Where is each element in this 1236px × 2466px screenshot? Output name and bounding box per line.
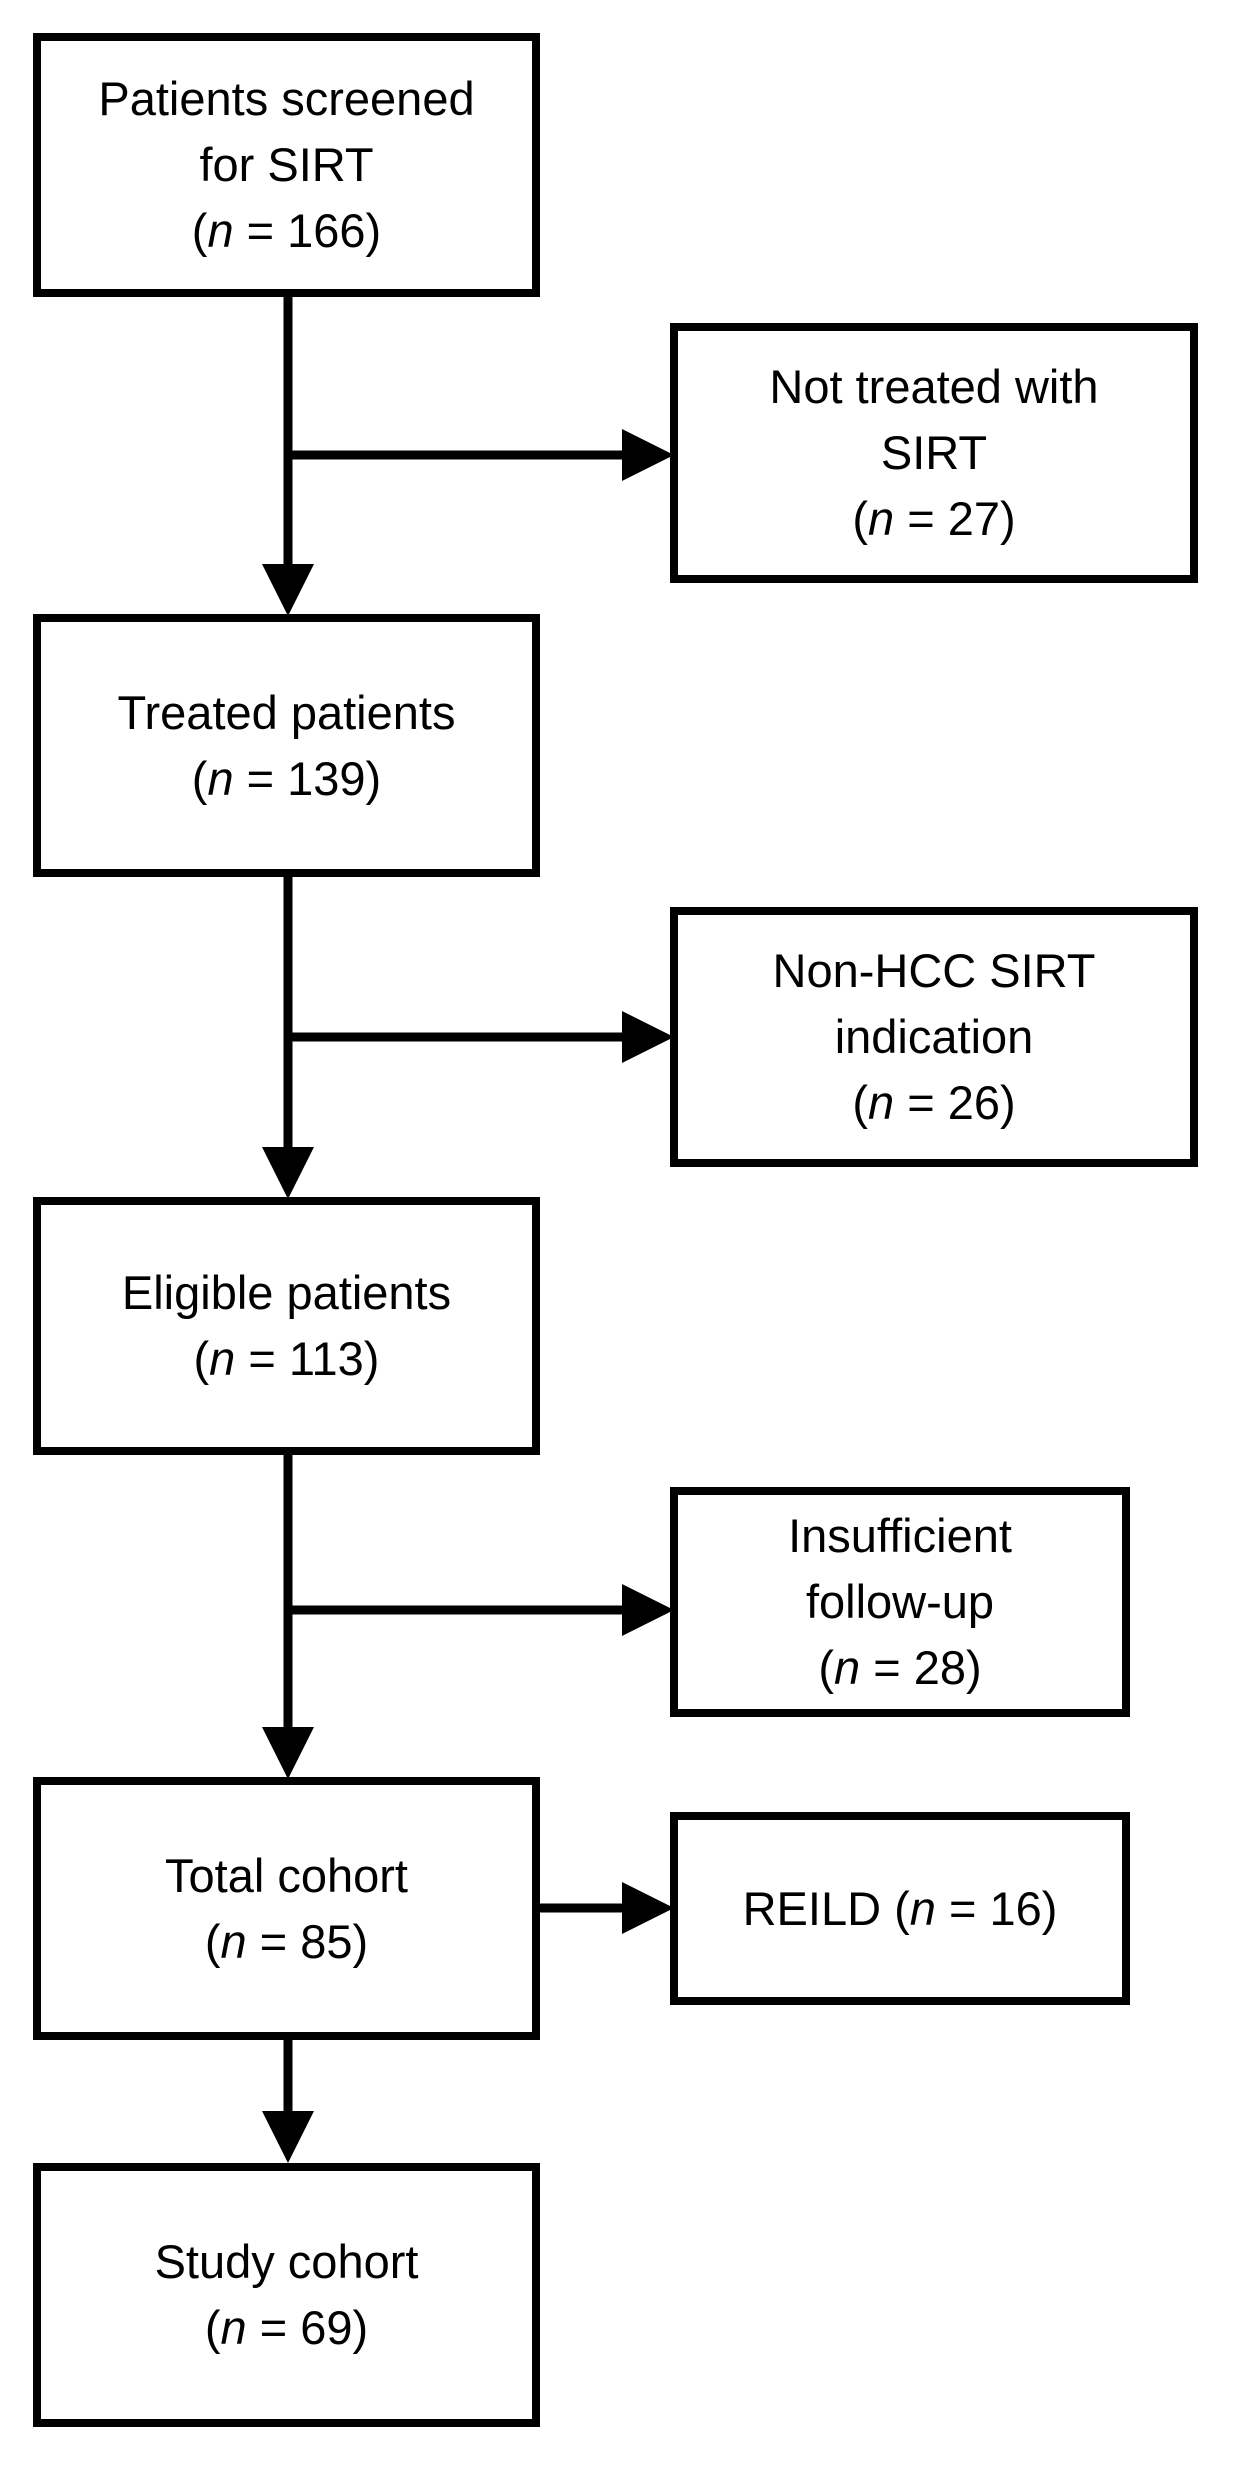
- flow-box-study-cohort: Study cohort (n = 69): [33, 2163, 540, 2427]
- arrowhead-right-icon: [622, 1882, 674, 1934]
- box-title-line: Treated patients: [117, 685, 456, 739]
- box-title-line: Patients screened: [98, 72, 475, 126]
- count-label: (n = 28): [818, 1640, 982, 1694]
- box-title-line: Not treated with: [769, 360, 1099, 414]
- flow-box-treated-patients: Treated patients (n = 139): [33, 614, 540, 877]
- flow-box-patients-screened: Patients screened for SIRT (n = 166): [33, 33, 540, 297]
- box-title-line: Non-HCC SIRT: [772, 944, 1096, 998]
- flow-box-eligible-patients: Eligible patients (n = 113): [33, 1197, 540, 1455]
- count-label: (n = 27): [852, 491, 1016, 545]
- arrowhead-right-icon: [622, 1584, 674, 1636]
- flow-box-non-hcc-indication: Non-HCC SIRT indication (n = 26): [670, 907, 1198, 1167]
- arrowhead-down-icon: [262, 564, 314, 616]
- box-title-line: Insufficient: [788, 1509, 1012, 1563]
- count-label: (n = 139): [191, 751, 382, 805]
- arrowhead-down-icon: [262, 2111, 314, 2163]
- box-title-line: Total cohort: [165, 1848, 408, 1902]
- count-label: (n = 69): [204, 2301, 369, 2354]
- box-title-line: indication: [834, 1010, 1034, 1064]
- count-label: (n = 113): [193, 1332, 380, 1385]
- arrowhead-right-icon: [622, 1011, 674, 1063]
- arrowhead-right-icon: [622, 429, 674, 481]
- box-title-line: Study cohort: [154, 2235, 419, 2289]
- flow-box-total-cohort: Total cohort (n = 85): [33, 1777, 540, 2040]
- box-title-line: SIRT: [880, 426, 988, 480]
- box-title-line: follow-up: [805, 1575, 995, 1629]
- count-label: (n = 85): [204, 1914, 369, 1968]
- flow-box-reild: REILD (n = 16): [670, 1812, 1130, 2005]
- flow-box-insufficient-follow-up: Insufficient follow-up (n = 28): [670, 1487, 1130, 1717]
- box-title-line: for SIRT: [199, 138, 374, 192]
- count-label: (n = 166): [191, 203, 382, 257]
- box-title-line: Eligible patients: [121, 1266, 452, 1320]
- count-label: REILD (n = 16): [742, 1881, 1058, 1935]
- arrowhead-down-icon: [262, 1147, 314, 1199]
- flow-box-not-treated: Not treated with SIRT (n = 27): [670, 323, 1198, 583]
- arrowhead-down-icon: [262, 1727, 314, 1779]
- count-label: (n = 26): [852, 1075, 1016, 1129]
